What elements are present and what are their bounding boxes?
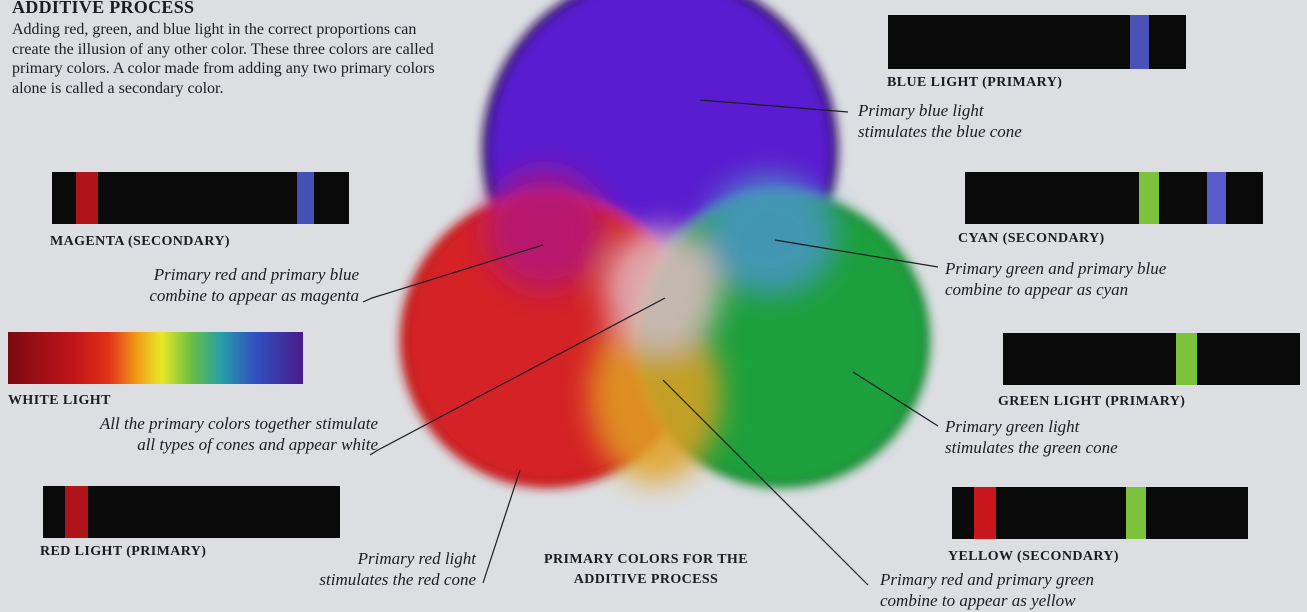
cyan-green-band xyxy=(1139,172,1159,224)
white-light-caption: All the primary colors together stimulat… xyxy=(100,413,378,455)
red-band xyxy=(65,486,88,538)
white-light-label: WHITE LIGHT xyxy=(8,393,111,409)
yellow-green-band xyxy=(1126,487,1146,539)
green-band xyxy=(1176,333,1197,385)
yellow-caption: Primary red and primary green combine to… xyxy=(880,569,1094,611)
cyan-overlap xyxy=(704,175,836,295)
magenta-spectrum-bar xyxy=(52,172,349,224)
red-light-caption: Primary red light stimulates the red con… xyxy=(319,548,476,590)
blue-spectrum-bar xyxy=(888,15,1186,69)
cyan-blue-band xyxy=(1207,172,1226,224)
green-light-caption: Primary green light stimulates the green… xyxy=(945,416,1118,458)
white-light-spectrum-bar xyxy=(8,332,303,384)
yellow-spectrum-bar xyxy=(952,487,1248,539)
diagram-caption: PRIMARY COLORS FOR THE ADDITIVE PROCESS xyxy=(506,550,786,590)
magenta-blue-band xyxy=(297,172,314,224)
green-light-label: GREEN LIGHT (PRIMARY) xyxy=(998,394,1185,410)
white-center-overlap xyxy=(604,228,720,352)
green-spectrum-bar xyxy=(1003,333,1300,385)
magenta-label: MAGENTA (SECONDARY) xyxy=(50,234,230,250)
cyan-caption: Primary green and primary blue combine t… xyxy=(945,258,1166,300)
red-light-label: RED LIGHT (PRIMARY) xyxy=(40,544,206,560)
magenta-overlap xyxy=(485,170,605,290)
magenta-caption: Primary red and primary blue combine to … xyxy=(149,264,359,306)
blue-light-caption: Primary blue light stimulates the blue c… xyxy=(858,100,1022,142)
red-spectrum-bar xyxy=(43,486,340,538)
yellow-red-band xyxy=(974,487,996,539)
cyan-label: CYAN (SECONDARY) xyxy=(958,231,1105,247)
blue-light-label: BLUE LIGHT (PRIMARY) xyxy=(887,75,1062,91)
cyan-spectrum-bar xyxy=(965,172,1263,224)
blue-band xyxy=(1130,15,1149,69)
yellow-label: YELLOW (SECONDARY) xyxy=(948,549,1119,565)
magenta-red-band xyxy=(76,172,98,224)
